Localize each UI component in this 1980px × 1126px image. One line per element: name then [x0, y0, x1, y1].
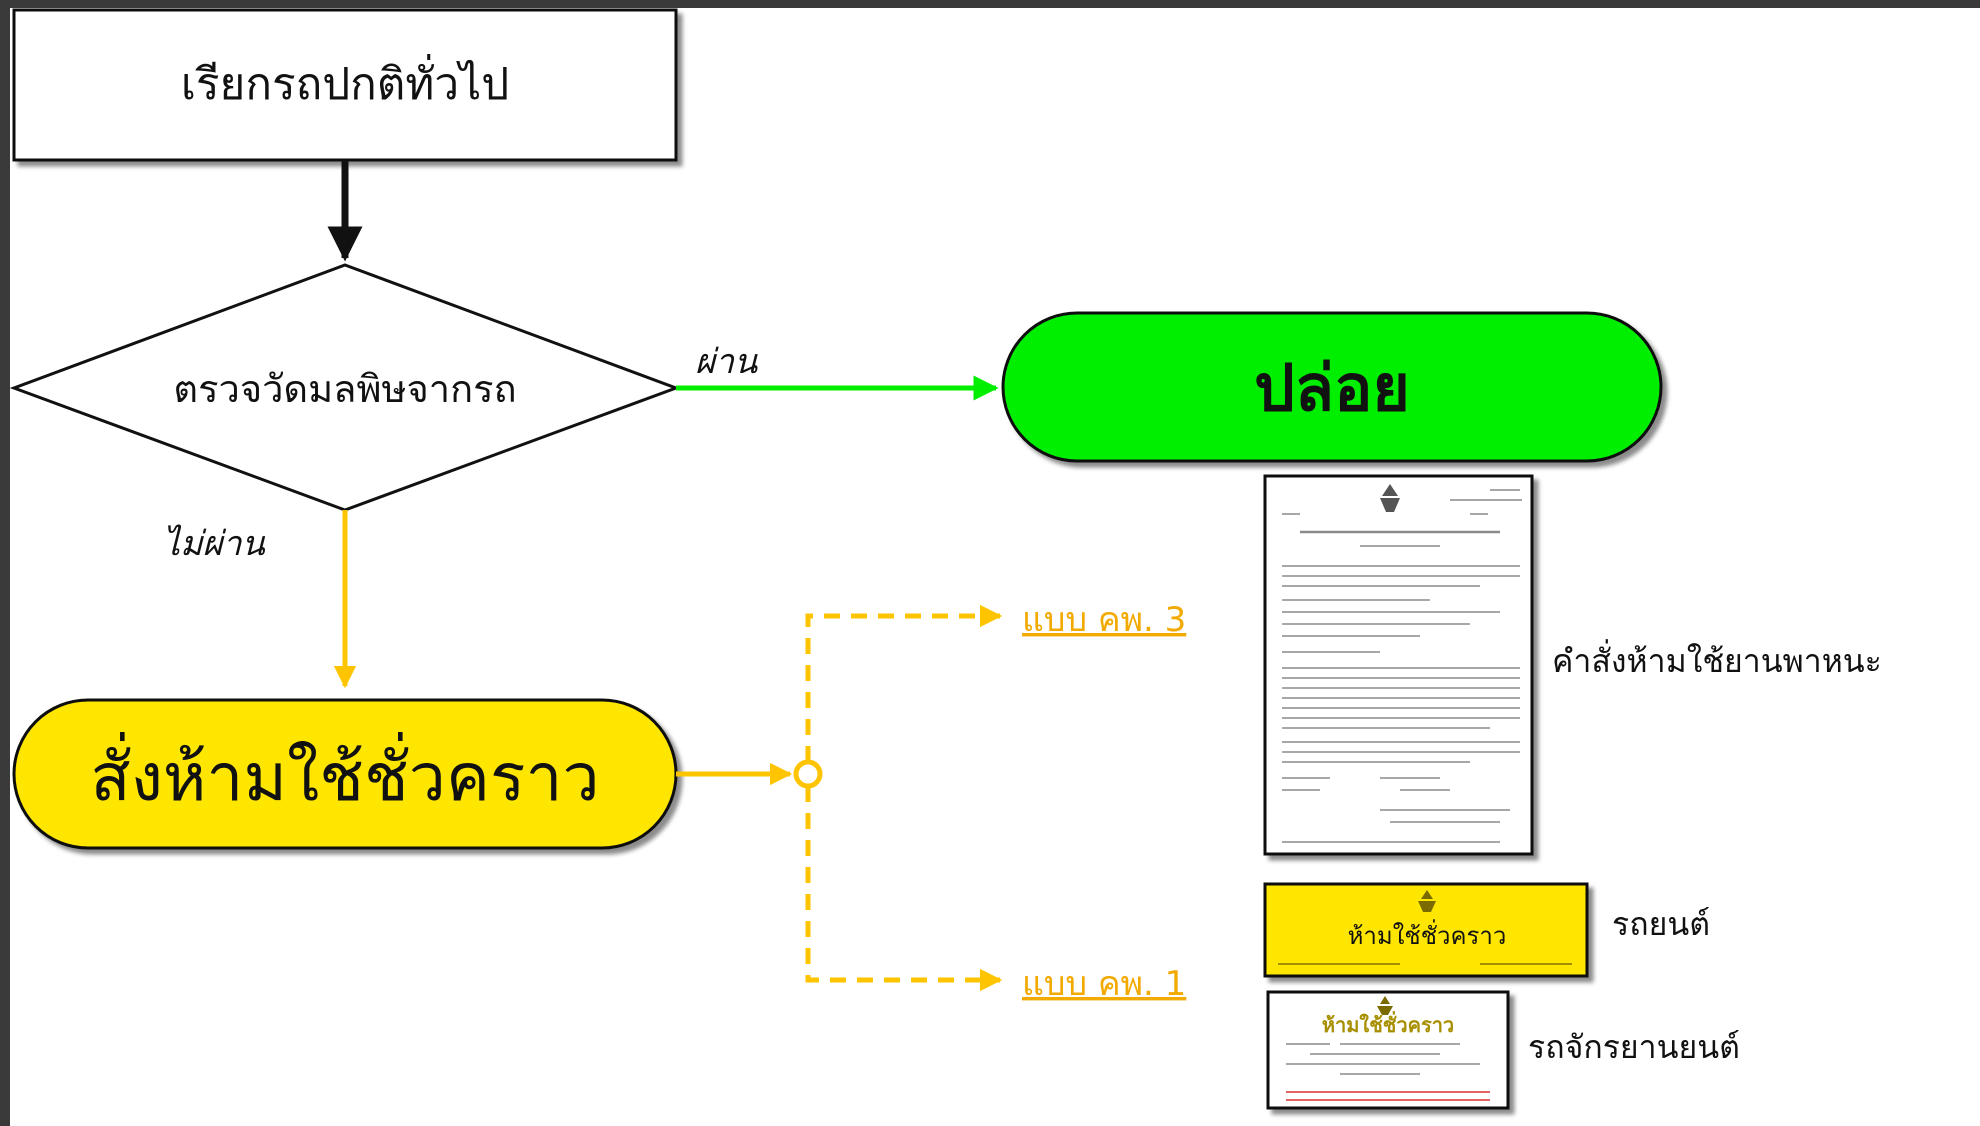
car-sticker-title: ห้ามใช้ชั่วคราว: [1348, 919, 1507, 950]
form3-link[interactable]: แบบ คพ. 3: [1022, 600, 1186, 640]
moto-sticker-text-lines: [1286, 1043, 1490, 1101]
form3-document: [1263, 474, 1534, 856]
decision-node: ตรวจวัดมลพิษจากรถ: [9, 263, 681, 512]
moto-sticker-caption: รถจักรยานยนต์: [1528, 1028, 1740, 1066]
edge-label-fail: ไม่ผ่าน: [163, 524, 266, 564]
form3-text-lines: [1282, 489, 1522, 843]
car-sticker-emblem-icon: [1418, 890, 1436, 912]
release-node: ปล่อย: [1001, 311, 1663, 463]
moto-sticker-emblem-icon: [1377, 996, 1393, 1015]
decision-node-label: ตรวจวัดมลพิษจากรถ: [173, 367, 516, 411]
car-sticker: ห้ามใช้ชั่วคราว: [1263, 882, 1589, 978]
start-node-label: เรียกรถปกติทั่วไป: [181, 53, 509, 110]
garuda-emblem-icon: [1380, 484, 1400, 512]
release-node-label: ปล่อย: [1254, 352, 1410, 426]
moto-sticker: ห้ามใช้ชั่วคราว: [1266, 990, 1510, 1110]
car-sticker-caption: รถยนต์: [1612, 905, 1710, 943]
form3-caption: คำสั่งห้ามใช้ยานพาหนะ: [1552, 639, 1882, 680]
edge-label-pass: ผ่าน: [695, 342, 758, 382]
frame-left: [0, 0, 10, 1126]
temp-ban-node-label: สั่งห้ามใช้ชั่วคราว: [90, 732, 599, 816]
arrow-to-form3: [805, 604, 1003, 762]
branch-point: [793, 759, 823, 789]
form1-link[interactable]: แบบ คพ. 1: [1022, 964, 1186, 1004]
arrow-to-form1: [805, 786, 1003, 992]
frame-top: [0, 0, 1980, 8]
start-node: เรียกรถปกติทั่วไป: [12, 8, 678, 162]
moto-sticker-title: ห้ามใช้ชั่วคราว: [1322, 1010, 1454, 1037]
temp-ban-node: สั่งห้ามใช้ชั่วคราว: [12, 698, 678, 850]
